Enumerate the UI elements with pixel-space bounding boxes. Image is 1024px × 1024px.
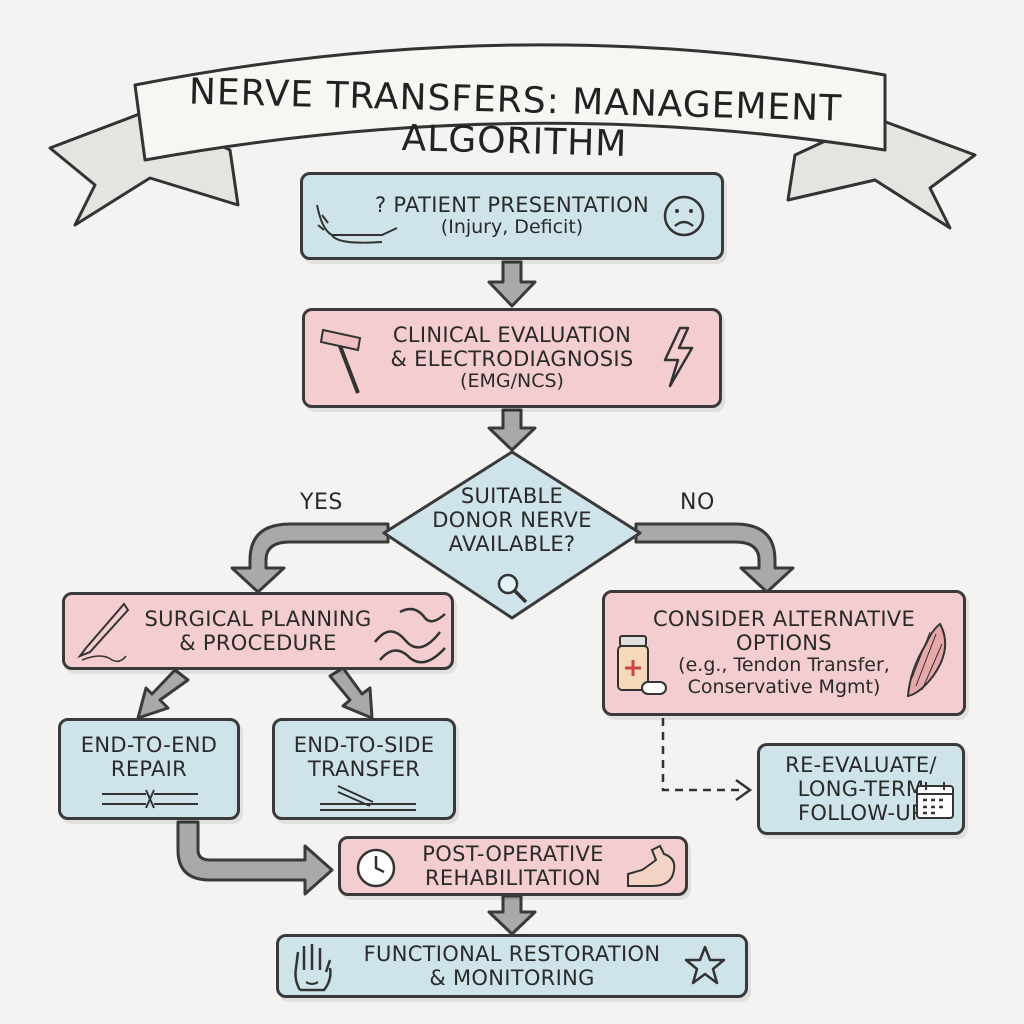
arrow-no (634, 522, 795, 594)
evaluation-line2: & ELECTRODIAGNOSIS (390, 347, 634, 372)
muscle-icon (906, 622, 947, 698)
lightning-icon (663, 326, 694, 388)
postop-line2: REHABILITATION (425, 866, 601, 890)
functional-restoration-box: FUNCTIONAL RESTORATION & MONITORING (276, 934, 748, 998)
evaluation-line1: CLINICAL EVALUATION (392, 322, 632, 347)
clock-icon (356, 848, 396, 888)
decision-text: SUITABLE DONOR NERVE AVAILABLE? (412, 484, 612, 556)
calendar-icon (916, 782, 954, 819)
alternative-options-box: CONSIDER ALTERNATIVE OPTIONS (e.g., Tend… (602, 590, 966, 716)
arrow-endtoend-postop (176, 820, 334, 896)
end-to-side-line2: TRANSFER (307, 757, 421, 782)
presentation-line1: ? PATIENT PRESENTATION (374, 193, 649, 217)
arrow-surgical-endtoside (328, 666, 374, 720)
patient-presentation-box: ? PATIENT PRESENTATION (Injury, Deficit) (300, 172, 724, 260)
arm-icon (316, 204, 398, 244)
nerve-side-icon (320, 785, 416, 811)
surgical-line1: SURGICAL PLANNING (144, 606, 372, 631)
pill-bottle-icon (617, 635, 667, 695)
clinical-evaluation-box: CLINICAL EVALUATION & ELECTRODIAGNOSIS (… (302, 308, 722, 408)
scalpel-icon (77, 602, 130, 663)
flexed-arm-icon (627, 844, 676, 887)
arrow-yes (230, 522, 390, 594)
yes-label: YES (300, 490, 343, 515)
alternative-line1: CONSIDER ALTERNATIVE (652, 607, 916, 632)
functional-line2: & MONITORING (429, 966, 595, 990)
decision-diamond (382, 450, 642, 620)
reevaluate-line3: FOLLOW-UP (797, 801, 924, 826)
title-banner (48, 43, 977, 230)
arrow-alternative-reevaluate (661, 718, 753, 802)
postop-line1: POST-OPERATIVE (422, 841, 604, 866)
decision-line1: SUITABLE (460, 484, 564, 508)
evaluation-line3: (EMG/NCS) (460, 370, 564, 393)
reevaluate-line1: RE-EVALUATE/ (785, 752, 937, 777)
functional-line1: FUNCTIONAL RESTORATION (363, 941, 661, 966)
arrow-surgical-endtoend (136, 668, 190, 720)
arrow-postop-functional (487, 894, 537, 936)
end-to-side-line1: END-TO-SIDE (293, 733, 435, 757)
hand-icon (294, 944, 332, 992)
magnifier-icon (497, 573, 528, 604)
presentation-line2: (Injury, Deficit) (440, 216, 584, 239)
nerve-fibers-icon (374, 607, 446, 664)
sad-face-icon (663, 195, 705, 237)
decision-line3: AVAILABLE? (448, 532, 576, 557)
end-to-side-box: END-TO-SIDE TRANSFER (272, 718, 456, 820)
no-label: NO (680, 490, 715, 515)
reevaluate-box: RE-EVALUATE/ LONG-TERM FOLLOW-UP (757, 743, 965, 835)
surgical-line2: & PROCEDURE (179, 631, 337, 655)
reflex-hammer-icon (319, 328, 362, 394)
decision-line2: DONOR NERVE (432, 508, 592, 533)
end-to-end-line1: END-TO-END (80, 733, 218, 757)
end-to-end-line2: REPAIR (110, 757, 188, 782)
alternative-line4: Conservative Mgmt) (687, 676, 881, 699)
reevaluate-line2: LONG-TERM (797, 776, 925, 801)
arrow-presentation-evaluation (487, 260, 537, 308)
nerve-repair-icon (102, 789, 198, 809)
alternative-line2: OPTIONS (736, 631, 832, 656)
alternative-line3: (e.g., Tendon Transfer, (678, 654, 890, 677)
arrow-evaluation-decision (487, 408, 537, 452)
star-icon (684, 945, 726, 985)
